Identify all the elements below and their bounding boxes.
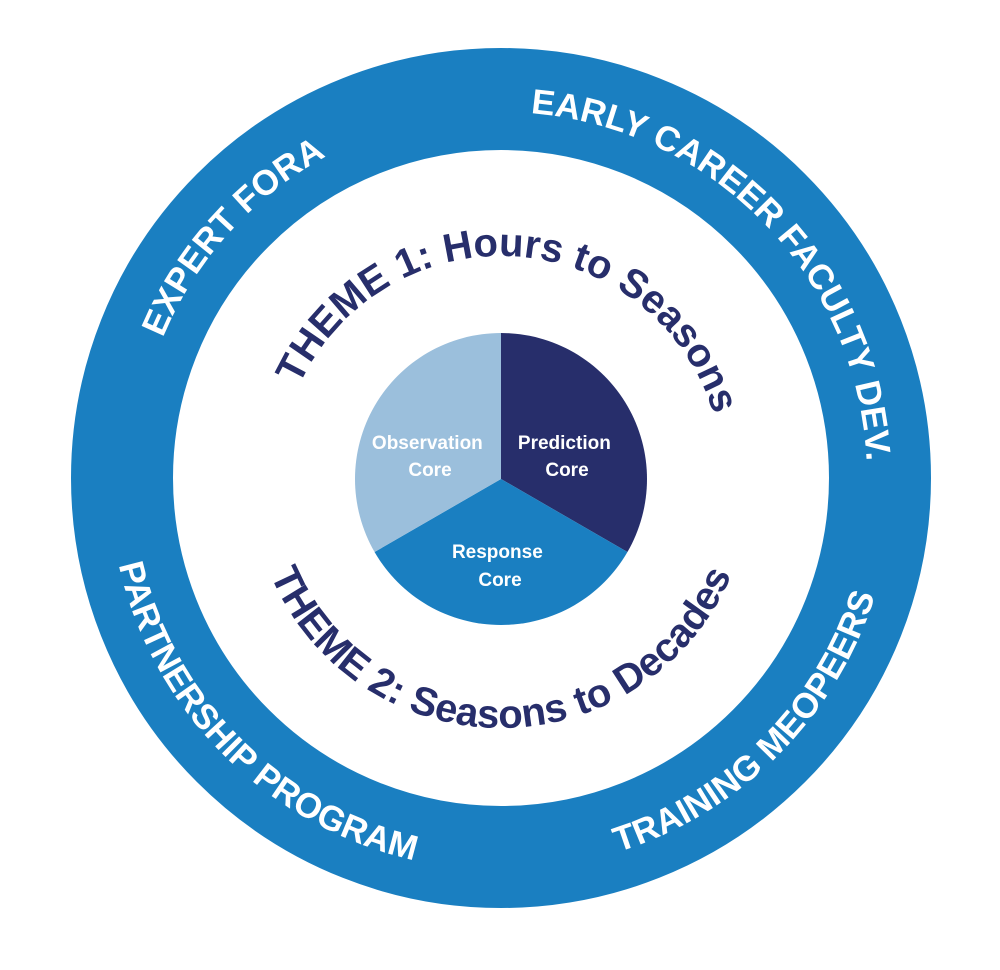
response-core-label: Response Core (452, 542, 548, 591)
response-core-line2: Core (478, 570, 521, 591)
observation-core-line2: Core (408, 460, 451, 481)
response-core-line1: Response (452, 542, 543, 563)
prediction-core-line2: Core (545, 460, 588, 481)
observation-core-line1: Observation (372, 433, 483, 454)
prediction-core-line1: Prediction (518, 433, 611, 454)
observation-core-slice (355, 332, 501, 552)
observation-core-label: Observation Core (372, 433, 488, 481)
outer-ring (71, 48, 931, 908)
prediction-core-label: Prediction Core (518, 433, 616, 481)
prediction-core-slice (501, 333, 647, 552)
